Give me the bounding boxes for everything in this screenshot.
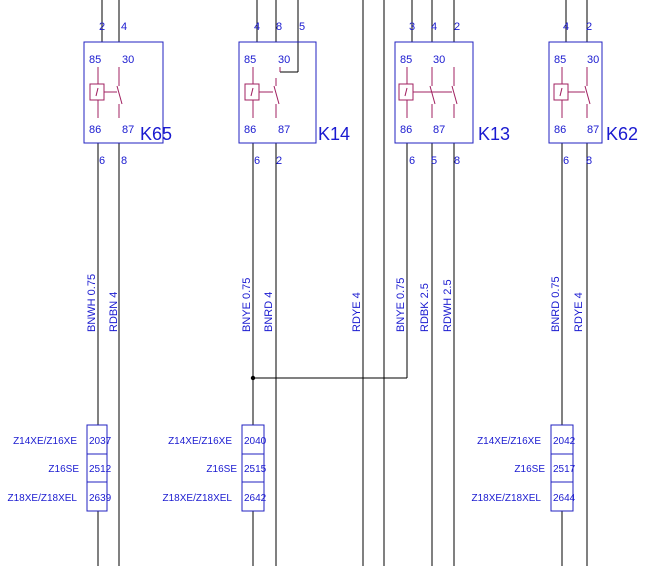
pin-top-left: 3 xyxy=(409,21,415,33)
junction-dot xyxy=(250,375,256,381)
pin-top-right: 2 xyxy=(586,21,592,33)
connector-code-box xyxy=(550,424,574,512)
connector-code: 2644 xyxy=(553,493,576,504)
engine-variant: Z16SE xyxy=(206,464,237,475)
pin-bottom-left: 6 xyxy=(563,155,569,167)
wire-label: BNYE 0.75 xyxy=(241,278,253,332)
engine-variant: Z14XE/Z16XE xyxy=(477,436,541,447)
relay-k65[interactable]: 2 4 85 30 86 87 K65 6 8 xyxy=(83,21,172,167)
relay-k62[interactable]: 4 2 85 30 86 87 K62 6 8 xyxy=(548,21,638,167)
connector-code: 2515 xyxy=(244,464,267,475)
pin-30: 30 xyxy=(278,54,290,66)
pin-top-left: 2 xyxy=(99,21,105,33)
wire-label: RDWH 2.5 xyxy=(442,279,454,332)
pin-85: 85 xyxy=(89,54,101,66)
wire-label: BNWH 0.75 xyxy=(86,274,98,332)
pin-top-right: 4 xyxy=(121,21,127,33)
pin-top-right: 5 xyxy=(299,21,305,33)
connector-code: 2037 xyxy=(89,436,112,447)
pin-86: 86 xyxy=(554,124,566,136)
pin-top-left: 4 xyxy=(563,21,569,33)
engine-variant: Z16SE xyxy=(514,464,545,475)
pin-86: 86 xyxy=(244,124,256,136)
relay-box xyxy=(548,41,603,144)
relay-k13[interactable]: 3 4 2 85 30 86 87 K13 6 5 8 xyxy=(394,21,510,167)
relay-k14[interactable]: 4 8 5 85 30 86 87 K14 6 2 xyxy=(238,21,350,167)
connector-code-box xyxy=(86,424,108,512)
connector-code: 2642 xyxy=(244,493,267,504)
pin-bottom-right: 8 xyxy=(586,155,592,167)
coil-switch-symbol xyxy=(89,67,123,118)
pin-bottom-mid: 5 xyxy=(431,155,437,167)
relay-box xyxy=(394,41,474,144)
connector-code: 2517 xyxy=(553,464,576,475)
pin-87: 87 xyxy=(433,124,445,136)
wire-label: RDYE 4 xyxy=(351,292,363,332)
pin-30: 30 xyxy=(433,54,445,66)
connector-block-k62[interactable]: 2042 2517 2644 Z14XE/Z16XE Z16SE Z18XE/Z… xyxy=(472,424,576,512)
connector-code: 2040 xyxy=(244,436,267,447)
pin-bottom-right: 8 xyxy=(454,155,460,167)
pin-top-mid: 4 xyxy=(431,21,437,33)
connector-code: 2042 xyxy=(553,436,576,447)
pin-top-left: 4 xyxy=(254,21,260,33)
pin-bottom-left: 6 xyxy=(254,155,260,167)
coil-switch-symbol xyxy=(244,67,281,118)
relay-id: K62 xyxy=(606,124,638,144)
coil-switch-symbol xyxy=(398,67,458,118)
pin-87: 87 xyxy=(122,124,134,136)
pin-bottom-left: 6 xyxy=(99,155,105,167)
pin-86: 86 xyxy=(89,124,101,136)
wire-label: BNRD 0.75 xyxy=(550,276,562,332)
connector-code: 2512 xyxy=(89,464,112,475)
relay-id: K13 xyxy=(478,124,510,144)
wire-label: BNYE 0.75 xyxy=(395,278,407,332)
pin-30: 30 xyxy=(122,54,134,66)
engine-variant: Z18XE/Z18XEL xyxy=(163,493,233,504)
engine-variant: Z16SE xyxy=(48,464,79,475)
pin-bottom-left: 6 xyxy=(409,155,415,167)
wires xyxy=(97,0,588,566)
pin-87: 87 xyxy=(587,124,599,136)
connector-code-box xyxy=(241,424,265,512)
pin-30: 30 xyxy=(587,54,599,66)
wire-labels: BNWH 0.75 RDBN 4 BNYE 0.75 BNRD 4 RDYE 4… xyxy=(86,274,585,332)
pin-bottom-right: 8 xyxy=(121,155,127,167)
wire-label: RDBN 4 xyxy=(108,292,120,332)
relay-id: K65 xyxy=(140,124,172,144)
wire-label: RDBK 2.5 xyxy=(419,283,431,332)
pin-85: 85 xyxy=(244,54,256,66)
pin-bottom-right: 2 xyxy=(276,155,282,167)
relay-box xyxy=(83,41,164,144)
connector-block-k65[interactable]: 2037 2512 2639 Z14XE/Z16XE Z16SE Z18XE/Z… xyxy=(8,424,112,512)
wire-label: BNRD 4 xyxy=(263,292,275,332)
pin-85: 85 xyxy=(554,54,566,66)
pin-top-mid: 8 xyxy=(276,21,282,33)
engine-variant: Z14XE/Z16XE xyxy=(168,436,232,447)
relay-box xyxy=(238,41,317,144)
connector-code: 2639 xyxy=(89,493,112,504)
engine-variant: Z18XE/Z18XEL xyxy=(8,493,78,504)
pin-top-right: 2 xyxy=(454,21,460,33)
pin-86: 86 xyxy=(400,124,412,136)
pin-85: 85 xyxy=(400,54,412,66)
connector-block-k14[interactable]: 2040 2515 2642 Z14XE/Z16XE Z16SE Z18XE/Z… xyxy=(163,424,267,512)
relay-id: K14 xyxy=(318,124,350,144)
wire-label: RDYE 4 xyxy=(573,292,585,332)
engine-variant: Z18XE/Z18XEL xyxy=(472,493,542,504)
engine-variant: Z14XE/Z16XE xyxy=(13,436,77,447)
pin-87: 87 xyxy=(278,124,290,136)
coil-switch-symbol xyxy=(553,67,591,118)
